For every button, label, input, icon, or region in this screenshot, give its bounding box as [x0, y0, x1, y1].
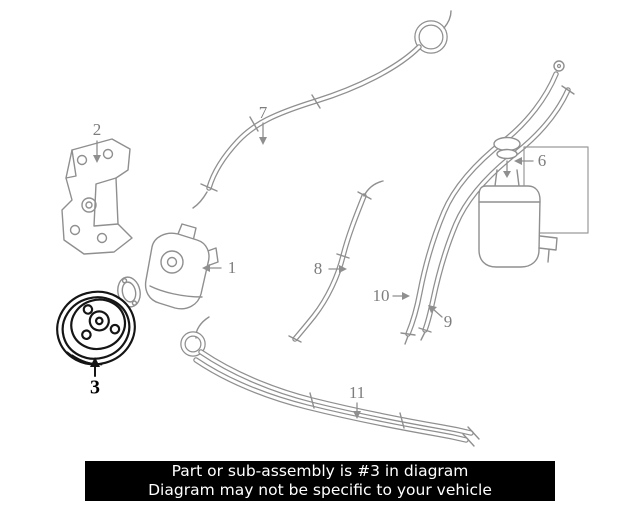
callout-10: 10 — [372, 286, 390, 305]
hose-part-8 — [288, 180, 384, 343]
pulley-part-3 — [56, 290, 136, 366]
callout-3-highlighted: 3 — [90, 376, 100, 399]
hose-part-7 — [192, 10, 452, 209]
banner-line-2: Diagram may not be specific to your vehi… — [148, 481, 492, 499]
callout-8: 8 — [313, 259, 323, 278]
callout-1: 1 — [227, 258, 237, 277]
cap-install-arrow — [503, 171, 511, 178]
reservoir-tank — [478, 185, 541, 268]
pump-part-1 — [117, 223, 219, 310]
leader-9 — [432, 308, 443, 318]
bracket-part-2 — [61, 138, 133, 255]
callout-9: 9 — [443, 312, 453, 331]
callout-2: 2 — [92, 120, 102, 139]
hose-part-9 — [418, 85, 575, 341]
reservoir-cap — [493, 136, 521, 152]
hose-part-10 — [400, 60, 565, 345]
disclaimer-banner: Part or sub-assembly is #3 in diagram Di… — [85, 461, 555, 501]
callout-7: 7 — [258, 103, 268, 122]
callout-6: 6 — [537, 151, 547, 170]
pump-gasket — [117, 276, 141, 308]
reservoir-part-6 — [478, 136, 589, 268]
callout-11: 11 — [348, 383, 366, 402]
banner-line-1: Part or sub-assembly is #3 in diagram — [171, 462, 469, 480]
diagram-canvas — [56, 10, 589, 447]
cooler-line-part-11 — [183, 316, 480, 447]
leader-arrows — [90, 122, 534, 419]
